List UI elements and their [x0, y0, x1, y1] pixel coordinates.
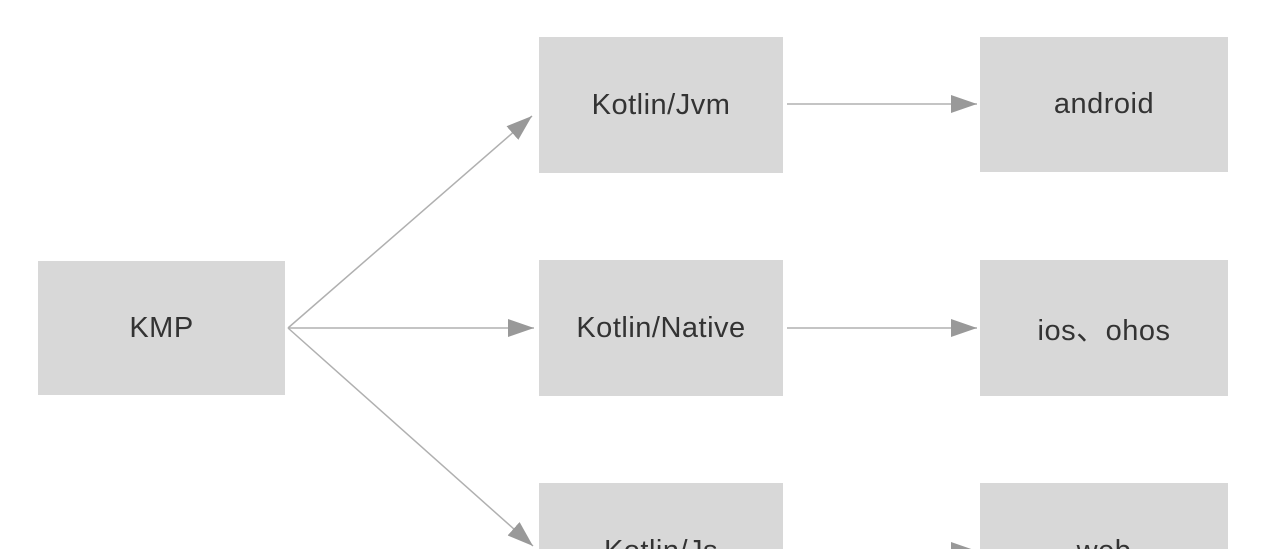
- edge-kmp-to-kotlin-js: [287, 327, 534, 547]
- node-kotlin-native-label: Kotlin/Native: [576, 311, 746, 344]
- node-kotlin-js-label: Kotlin/Js: [604, 535, 718, 549]
- node-kmp: KMP: [38, 261, 285, 395]
- node-ios-ohos-label: ios、ohos: [1037, 315, 1171, 347]
- node-kotlin-native: Kotlin/Native: [539, 260, 783, 396]
- node-kmp-label: KMP: [129, 311, 194, 344]
- node-ios-ohos: ios、ohos: [980, 260, 1228, 396]
- node-kotlin-jvm-label: Kotlin/Jvm: [591, 88, 731, 121]
- node-kotlin-jvm: Kotlin/Jvm: [539, 37, 783, 173]
- node-android-label: android: [1053, 88, 1155, 120]
- node-kotlin-js: Kotlin/Js: [539, 483, 783, 549]
- node-web-label: web: [1077, 535, 1132, 549]
- node-web: web: [980, 483, 1228, 549]
- edge-kmp-to-kotlin-jvm: [287, 115, 533, 329]
- node-android: android: [980, 37, 1228, 172]
